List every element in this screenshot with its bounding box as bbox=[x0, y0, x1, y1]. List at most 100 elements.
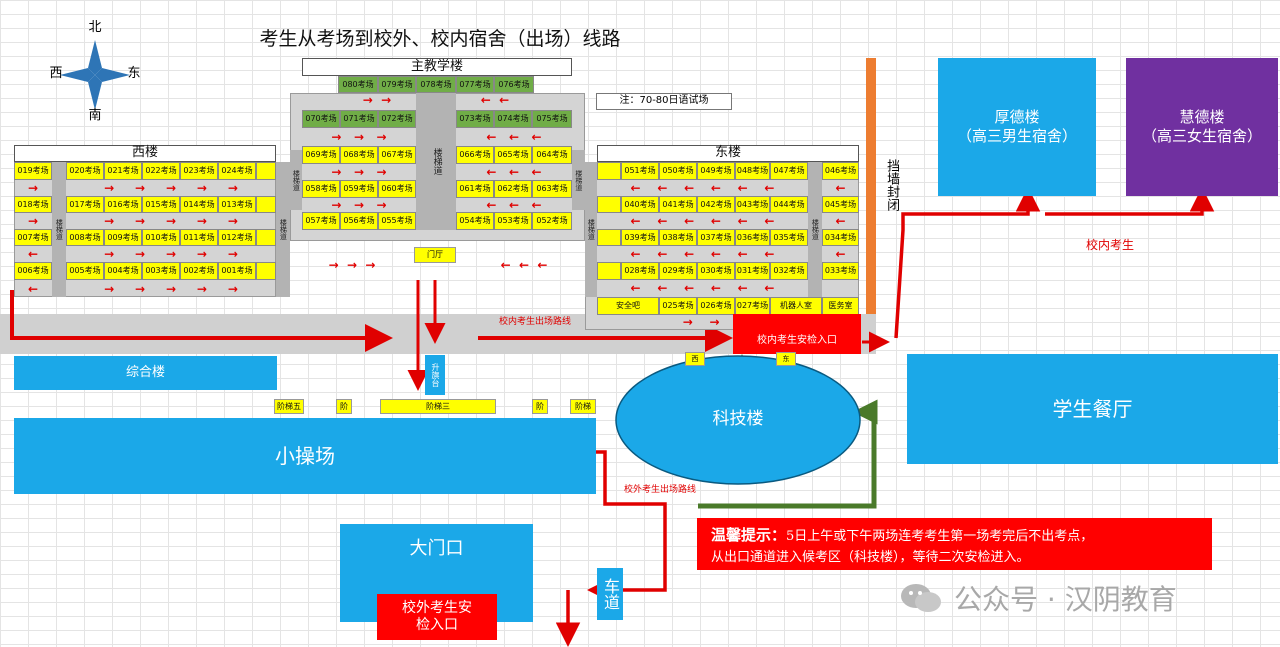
room-blank bbox=[256, 262, 276, 280]
room: 026考场 bbox=[697, 297, 735, 315]
huide-sub: （高三女生宿舍） bbox=[1141, 127, 1262, 145]
watermark-text: 公众号 · 汉阴教育 bbox=[954, 583, 1177, 616]
corridor-arrow: → → → bbox=[331, 129, 387, 144]
west-building-label: 西楼 bbox=[14, 145, 276, 162]
houde-name: 厚德楼 bbox=[994, 108, 1040, 127]
room: 043考场 bbox=[735, 196, 770, 213]
west-route-arrow bbox=[10, 290, 393, 352]
room: 060考场 bbox=[378, 180, 416, 198]
room: 022考场 bbox=[142, 162, 180, 180]
room: 038考场 bbox=[659, 229, 697, 246]
room: 027考场 bbox=[735, 297, 770, 315]
houde-building: 厚德楼 （高三男生宿舍） bbox=[938, 58, 1096, 196]
west-stairway: 楼梯道 bbox=[52, 162, 66, 297]
room: 030考场 bbox=[697, 262, 735, 280]
room: 054考场 bbox=[456, 212, 494, 230]
room-blank bbox=[256, 162, 276, 180]
east-stairway: 楼梯道 bbox=[808, 162, 822, 297]
room: 031考场 bbox=[735, 262, 770, 280]
room: 067考场 bbox=[378, 146, 416, 164]
room: 046考场 bbox=[822, 162, 859, 180]
room: 019考场 bbox=[14, 162, 52, 180]
corridor-arrow: ← ← ← bbox=[500, 257, 548, 272]
corridor-arrow: ← bbox=[835, 246, 846, 261]
corridor-arrow: ← bbox=[835, 180, 846, 195]
room: 001考场 bbox=[218, 262, 256, 280]
huide-name: 慧德楼 bbox=[1179, 108, 1225, 127]
room: 049考场 bbox=[697, 162, 735, 180]
corridor-arrow: → → → bbox=[331, 164, 387, 179]
compass-north: 北 bbox=[88, 19, 102, 35]
room: 059考场 bbox=[340, 180, 378, 198]
corridor-arrow: → → → bbox=[328, 257, 376, 272]
corridor-arrow: → → → bbox=[682, 315, 747, 329]
wall-label: 挡墙封闭 bbox=[884, 159, 900, 211]
room: 053考场 bbox=[494, 212, 532, 230]
room: 048考场 bbox=[735, 162, 770, 180]
room: 005考场 bbox=[66, 262, 104, 280]
room: 069考场 bbox=[302, 146, 340, 164]
room: 070考场 bbox=[302, 110, 340, 128]
main-building-label: 主教学楼 bbox=[302, 58, 572, 76]
corridor-arrow: ← bbox=[27, 281, 39, 296]
room: 015考场 bbox=[142, 196, 180, 213]
room: 013考场 bbox=[218, 196, 256, 213]
room: 036考场 bbox=[735, 229, 770, 246]
room: 029考场 bbox=[659, 262, 697, 280]
room: 机器人室 bbox=[770, 297, 822, 315]
room: 068考场 bbox=[340, 146, 378, 164]
room: 040考场 bbox=[621, 196, 659, 213]
steps-label: 阶梯 bbox=[570, 399, 596, 414]
corridor-arrow: ← ← ← bbox=[486, 197, 542, 212]
west-stairway-east: 楼梯道 bbox=[276, 162, 290, 297]
huide-building: 慧德楼 （高三女生宿舍） bbox=[1126, 58, 1278, 196]
corridor-arrow: → bbox=[27, 213, 39, 228]
corridor-arrow: ← ← ← bbox=[486, 164, 542, 179]
campus-checkpoint: 校内考生安检入口 bbox=[733, 314, 861, 354]
room: 058考场 bbox=[302, 180, 340, 198]
corridor-arrow: ← bbox=[835, 213, 846, 228]
main-stairway-east: 楼梯道 bbox=[572, 150, 585, 210]
wechat-icon bbox=[901, 584, 941, 612]
corridor-arrow: ← bbox=[27, 246, 39, 261]
room: 034考场 bbox=[822, 229, 859, 246]
compass-icon bbox=[60, 40, 130, 110]
watermark: 公众号 · 汉阴教育 bbox=[898, 578, 1238, 618]
room: 006考场 bbox=[14, 262, 52, 280]
room: 037考场 bbox=[697, 229, 735, 246]
room: 014考场 bbox=[180, 196, 218, 213]
lobby: 门厅 bbox=[414, 247, 456, 263]
corridor-arrow: ← ← ← ← ← ← bbox=[630, 213, 775, 228]
houde-sub: （高三男生宿舍） bbox=[956, 127, 1077, 145]
room: 017考场 bbox=[66, 196, 104, 213]
room: 063考场 bbox=[532, 180, 572, 198]
tip-label: 温馨提示： bbox=[711, 526, 787, 544]
room: 064考场 bbox=[532, 146, 572, 164]
room: 078考场 bbox=[416, 76, 456, 93]
science-building: 科技楼 bbox=[712, 409, 764, 430]
science-east-tag: 东 bbox=[776, 352, 796, 366]
room: 008考场 bbox=[66, 229, 104, 246]
room: 055考场 bbox=[378, 212, 416, 230]
tip-line-1: 温馨提示：5日上午或下午两场连考考生第一场考完后不出考点， bbox=[711, 523, 1198, 548]
room: 041考场 bbox=[659, 196, 697, 213]
main-stairway: 楼梯道 bbox=[416, 93, 456, 230]
student-canteen: 学生餐厅 bbox=[907, 354, 1278, 464]
steps-label: 阶 bbox=[532, 399, 548, 414]
room-blank bbox=[256, 196, 276, 213]
note-label: 注：70-80日语试场 bbox=[596, 93, 732, 110]
dorm-route-arrow-2 bbox=[1045, 187, 1215, 216]
room-blank bbox=[256, 229, 276, 246]
playground: 小操场 bbox=[14, 418, 596, 494]
east-stairway-west: 楼梯道 bbox=[585, 162, 597, 297]
outside-route-label: 校外考生出场路线 bbox=[623, 485, 696, 496]
room: 医务室 bbox=[822, 297, 859, 315]
room: 021考场 bbox=[104, 162, 142, 180]
room: 009考场 bbox=[104, 229, 142, 246]
blocking-wall bbox=[866, 58, 876, 314]
room: 004考场 bbox=[104, 262, 142, 280]
room: 042考场 bbox=[697, 196, 735, 213]
corridor-arrow: → → → → → bbox=[104, 213, 238, 228]
east-building-label: 东楼 bbox=[597, 145, 859, 162]
room: 安全吧 bbox=[597, 297, 659, 315]
